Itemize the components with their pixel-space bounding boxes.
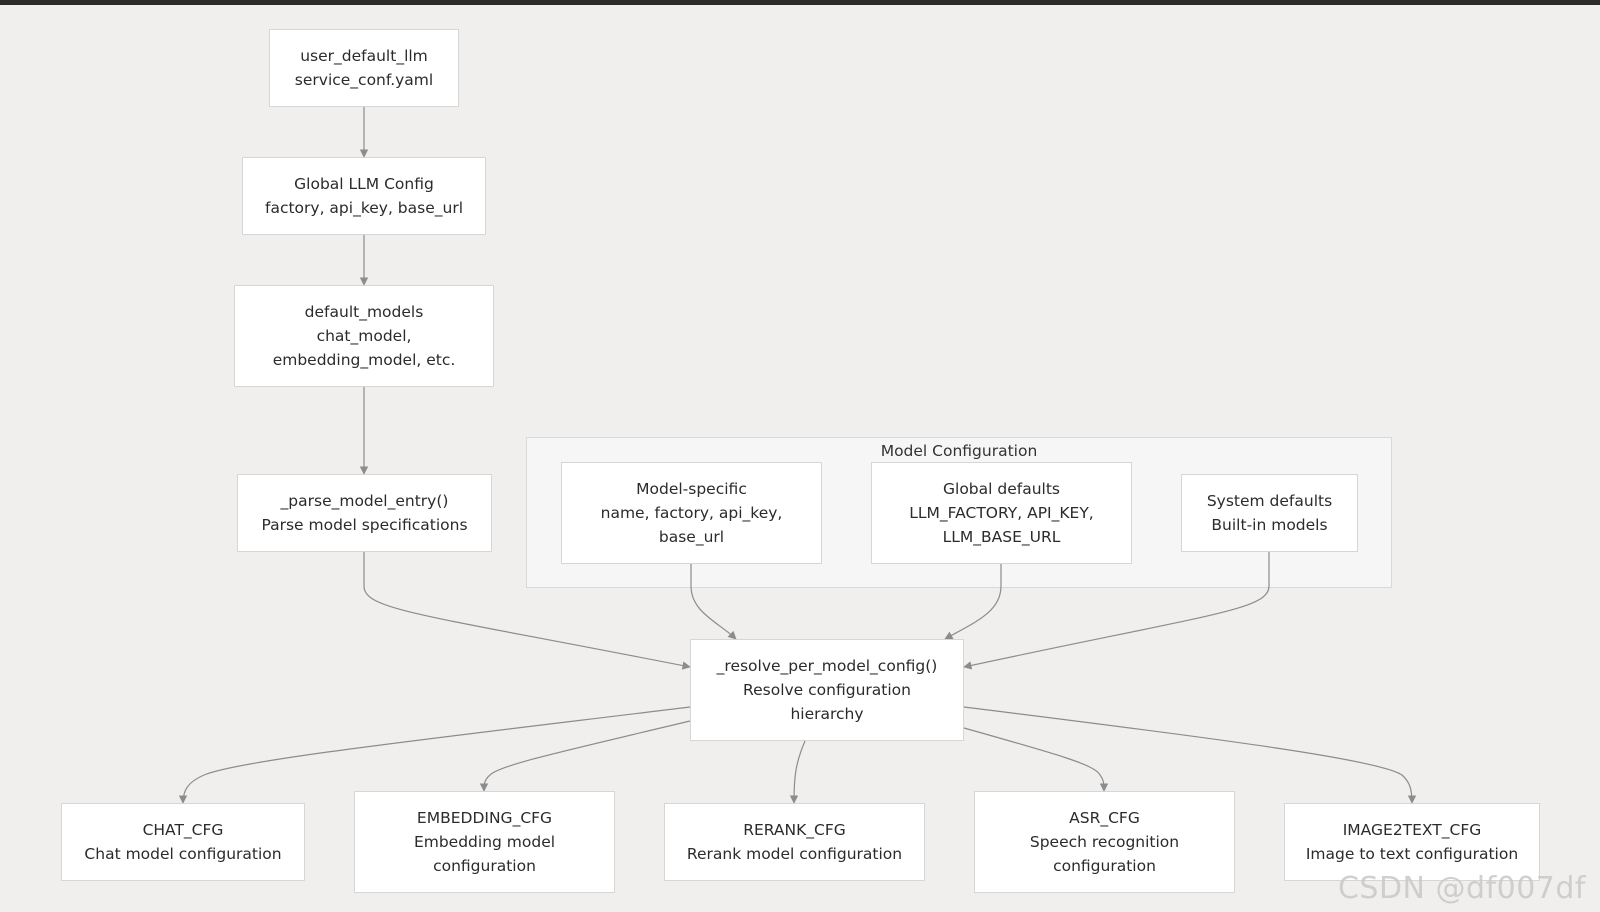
node-line: configuration — [1053, 857, 1156, 875]
node-model-specific: Model-specific name, factory, api_key, b… — [561, 462, 822, 564]
node-line: Built-in models — [1211, 516, 1328, 534]
node-parse-model-entry: _parse_model_entry() Parse model specifi… — [237, 474, 492, 552]
node-user-default-llm: user_default_llm service_conf.yaml — [269, 29, 459, 107]
node-line: name, factory, api_key, — [600, 504, 783, 522]
edge-global_defaults-resolve — [944, 564, 1002, 640]
edge-model_specific-resolve — [690, 564, 737, 640]
node-line: service_conf.yaml — [294, 71, 434, 89]
node-line: Rerank model configuration — [686, 845, 903, 863]
node-line: chat_model, — [316, 327, 412, 345]
node-embedding-cfg: EMBEDDING_CFG Embedding model configurat… — [354, 791, 615, 893]
node-line: ASR_CFG — [1069, 809, 1140, 827]
edge-resolve-asr_cfg — [963, 727, 1109, 792]
node-line: IMAGE2TEXT_CFG — [1342, 821, 1482, 839]
node-line: RERANK_CFG — [743, 821, 846, 839]
edge-resolve-embedding_cfg — [479, 720, 691, 792]
edge-resolve-rerank_cfg — [789, 740, 806, 804]
node-line: Global LLM Config — [294, 175, 434, 193]
edge-parse_entry-resolve — [363, 552, 691, 670]
node-chat-cfg: CHAT_CFG Chat model configuration — [61, 803, 305, 881]
node-line: Embedding model — [413, 833, 556, 851]
node-default-models: default_models chat_model, embedding_mod… — [234, 285, 494, 387]
node-line: CHAT_CFG — [142, 821, 224, 839]
node-line: LLM_BASE_URL — [942, 528, 1061, 546]
node-system-defaults: System defaults Built-in models — [1181, 474, 1358, 552]
node-rerank-cfg: RERANK_CFG Rerank model configuration — [664, 803, 925, 881]
node-line: Resolve configuration — [743, 681, 911, 699]
node-line: base_url — [658, 528, 725, 546]
node-line: Speech recognition — [1029, 833, 1180, 851]
edge-resolve-image2text_cfg — [963, 706, 1417, 804]
node-line: Image to text configuration — [1305, 845, 1519, 863]
node-line: Model-specific — [636, 480, 747, 498]
node-line: _parse_model_entry() — [280, 492, 449, 510]
cluster-title: Model Configuration — [880, 442, 1038, 460]
node-line: default_models — [304, 303, 424, 321]
node-line: Global defaults — [943, 480, 1060, 498]
watermark: CSDN @df007df — [1337, 871, 1586, 906]
node-line: user_default_llm — [300, 47, 428, 65]
node-line: Parse model specifications — [261, 516, 468, 534]
node-line: System defaults — [1206, 492, 1333, 510]
node-global-defaults: Global defaults LLM_FACTORY, API_KEY, LL… — [871, 462, 1132, 564]
node-line: EMBEDDING_CFG — [416, 809, 553, 827]
node-line: hierarchy — [790, 705, 864, 723]
edge-resolve-chat_cfg — [178, 706, 691, 804]
node-line: embedding_model, etc. — [272, 351, 456, 369]
node-global-llm-config: Global LLM Config factory, api_key, base… — [242, 157, 486, 235]
node-line: configuration — [433, 857, 536, 875]
node-line: factory, api_key, base_url — [264, 199, 464, 217]
node-line: _resolve_per_model_config() — [716, 657, 938, 675]
node-line: LLM_FACTORY, API_KEY, — [909, 504, 1094, 522]
node-asr-cfg: ASR_CFG Speech recognition configuration — [974, 791, 1235, 893]
node-resolve-per-model-config: _resolve_per_model_config() Resolve conf… — [690, 639, 964, 741]
top-bar — [0, 0, 1600, 5]
edge-system_defaults-resolve — [963, 552, 1270, 670]
node-image2text-cfg: IMAGE2TEXT_CFG Image to text configurati… — [1284, 803, 1540, 881]
node-line: Chat model configuration — [84, 845, 282, 863]
